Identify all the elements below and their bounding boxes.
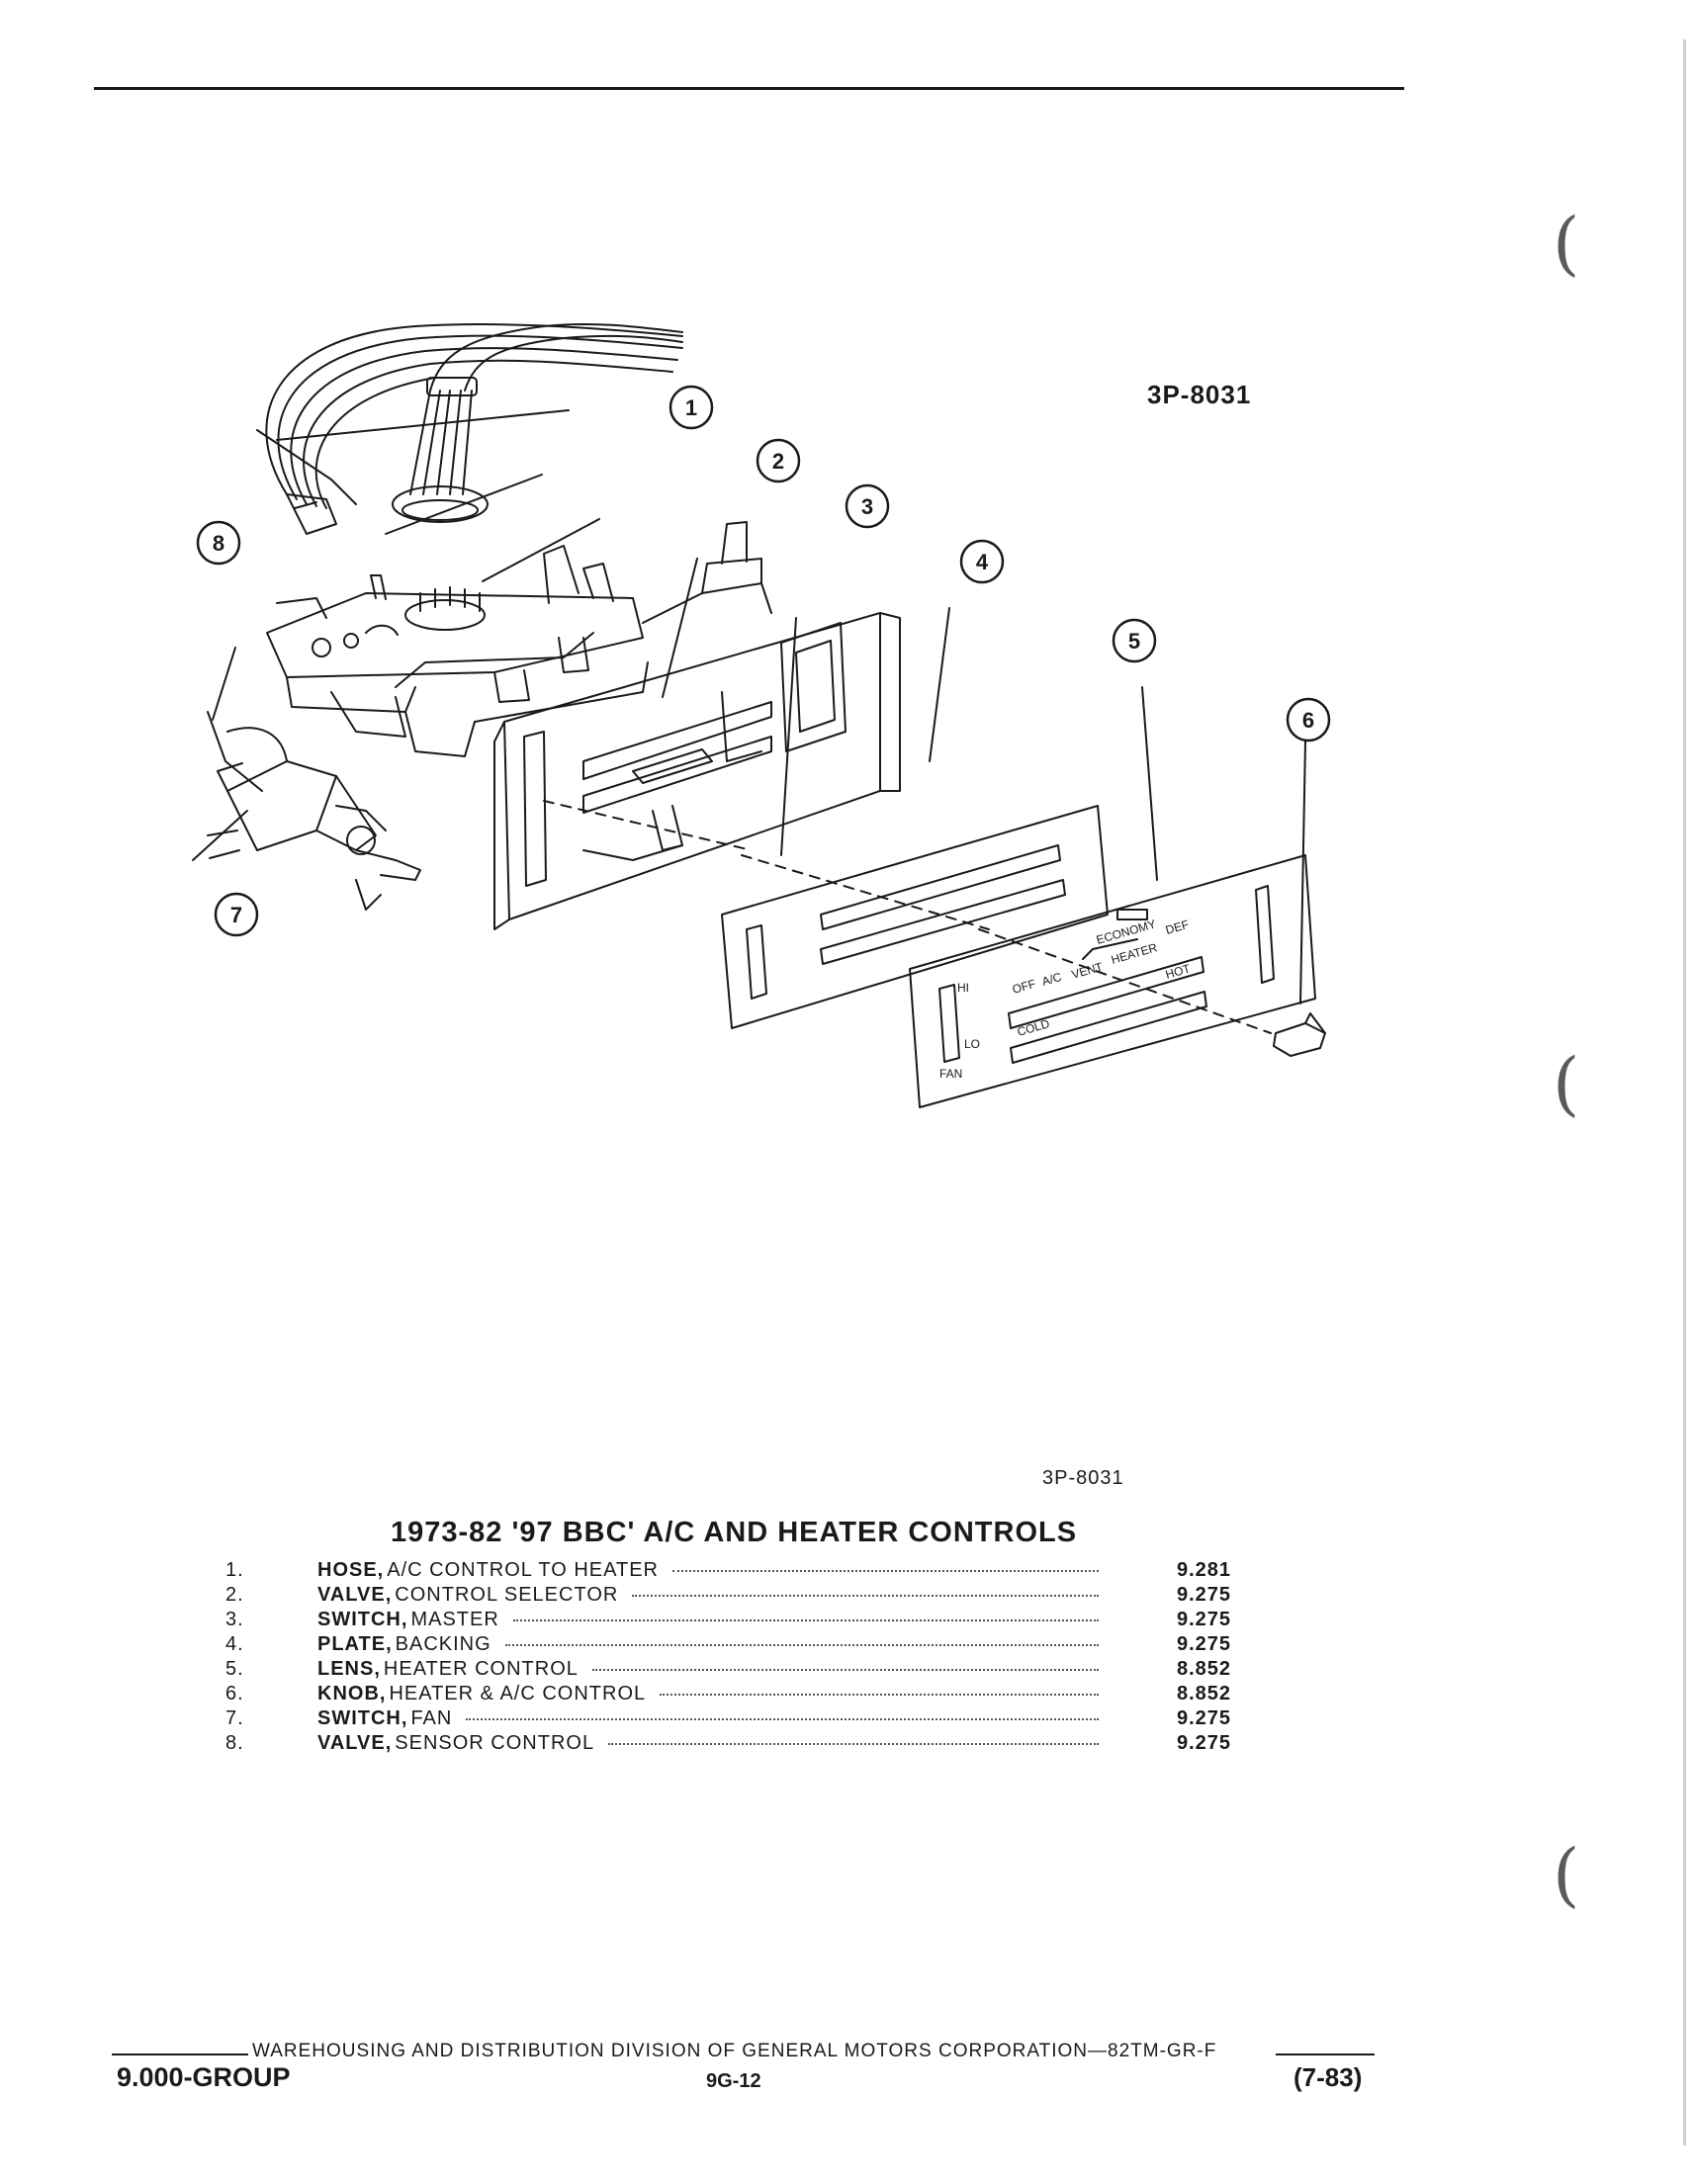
parts-list-item: 3. SWITCH, MASTER 9.275 [225, 1609, 1254, 1633]
binder-edge [1683, 40, 1686, 2145]
part-group-code: 9.275 [1177, 1584, 1232, 1606]
dot-leader [466, 1718, 1099, 1720]
callout-5: 5 [1112, 618, 1157, 663]
footer-rule-left [112, 2053, 248, 2055]
binder-ring-mark-top: ( [1553, 203, 1580, 284]
panel-label-lo: LO [964, 1037, 980, 1051]
panel-label-fan: FAN [939, 1067, 962, 1081]
hose-bundle-drawing [265, 322, 683, 535]
dot-leader [672, 1570, 1099, 1572]
parts-list-item: 2. VALVE, CONTROL SELECTOR 9.275 [225, 1584, 1254, 1609]
binder-ring-mark-middle: ( [1553, 1043, 1580, 1124]
footer-group-label: 9.000-GROUP [117, 2062, 291, 2092]
panel-label-vent: VENT [1070, 959, 1105, 981]
part-number: 3. [225, 1609, 244, 1630]
svg-text:5: 5 [1128, 629, 1140, 654]
panel-label-cold: COLD [1016, 1016, 1051, 1039]
part-name: SWITCH, [317, 1707, 408, 1729]
part-name: KNOB, [317, 1683, 387, 1704]
top-rule [94, 87, 1404, 90]
part-name: VALVE, [317, 1732, 393, 1754]
part-group-code: 9.281 [1177, 1559, 1232, 1581]
part-description: SENSOR CONTROL [395, 1732, 595, 1754]
part-name: PLATE, [317, 1633, 393, 1655]
parts-list-item: 5. LENS, HEATER CONTROL 8.852 [225, 1658, 1254, 1683]
part-number: 4. [225, 1633, 244, 1655]
callout-6: 6 [1286, 697, 1331, 743]
parts-list-item: 1. HOSE, A/C CONTROL TO HEATER 9.281 [225, 1559, 1254, 1584]
part-description: MASTER [410, 1609, 499, 1630]
panel-label-hot: HOT [1164, 961, 1193, 982]
svg-text:8: 8 [213, 531, 224, 556]
control-head-drawing [493, 612, 901, 930]
part-group-code: 9.275 [1177, 1732, 1232, 1754]
part-group-code: 8.852 [1177, 1683, 1232, 1704]
master-switch-drawing [266, 521, 772, 757]
panel-label-off: OFF [1011, 977, 1037, 997]
part-description: HEATER CONTROL [383, 1658, 579, 1680]
callout-7: 7 [214, 892, 259, 937]
part-name: LENS, [317, 1658, 381, 1680]
svg-text:7: 7 [230, 903, 242, 927]
footer-rule-right [1276, 2053, 1375, 2055]
part-number: 5. [225, 1658, 244, 1680]
dot-leader [660, 1694, 1099, 1696]
part-name: HOSE, [317, 1559, 385, 1581]
knob-drawing [1273, 1012, 1326, 1057]
svg-text:3: 3 [861, 494, 873, 519]
footer-revision-date: (7-83) [1293, 2062, 1363, 2092]
part-name: SWITCH, [317, 1609, 408, 1630]
parts-list: 1. HOSE, A/C CONTROL TO HEATER 9.281 2. … [225, 1559, 1254, 1757]
part-number: 8. [225, 1732, 244, 1754]
dot-leader [504, 1644, 1099, 1646]
part-description: HEATER & A/C CONTROL [389, 1683, 647, 1704]
panel-label-def: DEF [1164, 917, 1191, 937]
callout-2: 2 [756, 438, 801, 483]
svg-text:2: 2 [772, 449, 784, 474]
panel-label-ac: A/C [1040, 970, 1063, 989]
page-title: 1973-82 '97 BBC' A/C AND HEATER CONTROLS [391, 1517, 1078, 1548]
binder-ring-mark-bottom: ( [1553, 1834, 1580, 1915]
dot-leader [591, 1669, 1099, 1671]
callout-1: 1 [669, 385, 714, 430]
panel-label-hi: HI [957, 981, 969, 995]
part-group-code: 9.275 [1177, 1707, 1232, 1729]
part-number: 1. [225, 1559, 244, 1581]
callout-3: 3 [845, 483, 890, 529]
parts-list-item: 7. SWITCH, FAN 9.275 [225, 1707, 1254, 1732]
exploded-parts-diagram: HI LO FAN OFF A/C VENT HEATER ECONOMY DE… [192, 322, 1331, 1108]
part-group-code: 8.852 [1177, 1658, 1232, 1680]
svg-text:4: 4 [976, 550, 989, 574]
parts-list-item: 6. KNOB, HEATER & A/C CONTROL 8.852 [225, 1683, 1254, 1707]
part-name: VALVE, [317, 1584, 393, 1606]
callout-4: 4 [959, 539, 1005, 584]
figure-code-bottom: 3P-8031 [1042, 1467, 1124, 1489]
svg-text:1: 1 [685, 395, 697, 420]
part-number: 7. [225, 1707, 244, 1729]
dot-leader [608, 1743, 1099, 1745]
backing-plate-drawing [721, 805, 1109, 1029]
callout-8: 8 [196, 520, 241, 566]
part-description: A/C CONTROL TO HEATER [387, 1559, 659, 1581]
heater-control-lens-drawing [909, 854, 1316, 1108]
parts-list-item: 4. PLATE, BACKING 9.275 [225, 1633, 1254, 1658]
figure-code-top: 3P-8031 [1147, 380, 1252, 409]
footer-page-number: 9G-12 [706, 2070, 761, 2092]
part-number: 2. [225, 1584, 244, 1606]
dot-leader [632, 1595, 1099, 1597]
part-description: FAN [410, 1707, 453, 1729]
part-group-code: 9.275 [1177, 1609, 1232, 1630]
part-description: CONTROL SELECTOR [395, 1584, 619, 1606]
svg-text:6: 6 [1302, 708, 1314, 733]
part-description: BACKING [395, 1633, 491, 1655]
part-number: 6. [225, 1683, 244, 1704]
part-group-code: 9.275 [1177, 1633, 1232, 1655]
parts-list-item: 8. VALVE, SENSOR CONTROL 9.275 [225, 1732, 1254, 1757]
footer-division-line: WAREHOUSING AND DISTRIBUTION DIVISION OF… [252, 2041, 1217, 2061]
dot-leader [512, 1619, 1099, 1621]
